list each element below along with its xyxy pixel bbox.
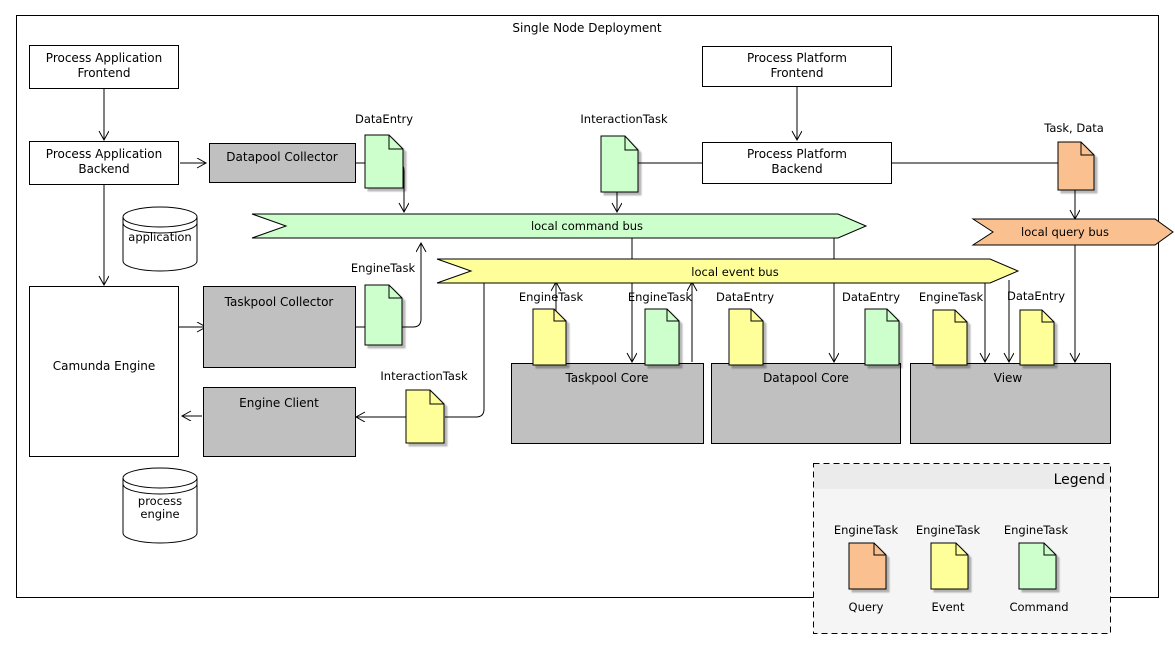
legend-item-query-doc-label: EngineTask: [834, 523, 899, 537]
doc-enginetask-taskpool-collector-label: EngineTask: [351, 261, 416, 275]
box-process-application-backend[interactable]: [29, 141, 179, 185]
box-view[interactable]: [910, 363, 1111, 444]
box-datapool-collector-label: Datapool Collector: [226, 150, 338, 164]
doc-dataentry-view[interactable]: [1019, 309, 1055, 366]
doc-interactiontask-platform-backend-label: InteractionTask: [580, 112, 668, 126]
doc-enginetask-view-label: EngineTask: [919, 290, 984, 304]
box-taskpool-core[interactable]: [511, 363, 704, 444]
database-application: application: [122, 206, 198, 272]
box-process-platform-backend-line2: Backend: [771, 162, 822, 176]
box-process-platform-frontend-line1: Process Platform: [747, 51, 847, 65]
box-datapool-collector[interactable]: [209, 143, 356, 183]
doc-dataentry-datapool-collector-label: DataEntry: [355, 112, 413, 126]
legend-panel: Legend EngineTask Query EngineTask Event…: [813, 463, 1111, 634]
doc-dataentry-datapool-event-label: DataEntry: [716, 290, 774, 304]
box-camunda-engine-label: Camunda Engine: [53, 359, 156, 373]
legend-header-band: [814, 464, 1110, 489]
box-process-application-frontend-line1: Process Application: [46, 51, 162, 65]
doc-dataentry-view-label: DataEntry: [1007, 289, 1065, 303]
box-datapool-core[interactable]: [711, 363, 901, 444]
doc-dataentry-datapool-command[interactable]: [864, 308, 900, 366]
edge-enginetask-to-command-bus: [356, 243, 421, 328]
box-process-platform-frontend[interactable]: [702, 46, 892, 87]
doc-enginetask-view[interactable]: [932, 309, 968, 366]
legend-item-event-doc-label: EngineTask: [916, 523, 981, 537]
legend-item-command-caption: Command: [1009, 600, 1068, 614]
box-process-platform-frontend-line2: Frontend: [771, 66, 824, 80]
box-datapool-core-label: Datapool Core: [763, 371, 849, 385]
box-engine-client[interactable]: [203, 387, 356, 457]
database-process-engine-line1: process: [138, 494, 182, 508]
box-process-application-frontend[interactable]: [29, 45, 179, 89]
box-engine-client-label: Engine Client: [239, 396, 319, 410]
box-process-platform-backend[interactable]: [702, 142, 892, 184]
edge-event-bus-to-interactiontask-engine-client: [445, 282, 485, 418]
doc-enginetask-taskpool-command[interactable]: [644, 308, 680, 366]
doc-taskdata-query-label: Task, Data: [1043, 121, 1104, 135]
database-process-engine-line2: engine: [140, 507, 179, 521]
legend-item-event-caption: Event: [932, 600, 965, 614]
doc-interactiontask-engine-client[interactable]: [405, 389, 445, 444]
doc-enginetask-taskpool-collector[interactable]: [364, 284, 403, 346]
database-application-label: application: [128, 230, 191, 244]
database-process-engine: process engine: [122, 467, 198, 544]
doc-interactiontask-engine-client-label: InteractionTask: [380, 369, 468, 383]
doc-enginetask-taskpool-event-label: EngineTask: [519, 290, 584, 304]
bus-local-command-bus-label: local command bus: [531, 219, 643, 233]
doc-taskdata-query[interactable]: [1057, 141, 1095, 191]
legend-item-query-caption: Query: [849, 600, 884, 614]
legend-item-command-doc-label: EngineTask: [1004, 523, 1069, 537]
box-process-application-frontend-line2: Frontend: [78, 66, 131, 80]
box-process-application-backend-line2: Backend: [78, 162, 129, 176]
box-taskpool-collector[interactable]: [203, 286, 356, 368]
bus-local-event-bus-label: local event bus: [691, 265, 778, 279]
doc-dataentry-datapool-event[interactable]: [728, 308, 764, 366]
connectors: [104, 86, 1075, 417]
doc-dataentry-datapool-collector[interactable]: [364, 134, 404, 189]
box-taskpool-core-label: Taskpool Core: [564, 371, 648, 385]
doc-enginetask-taskpool-event[interactable]: [532, 308, 567, 366]
box-taskpool-collector-label: Taskpool Collector: [224, 295, 334, 309]
box-process-application-backend-line1: Process Application: [46, 147, 162, 161]
legend-doc-command-icon: [1018, 542, 1057, 590]
bus-local-query-bus-label: local query bus: [1021, 225, 1109, 239]
doc-dataentry-datapool-command-label: DataEntry: [842, 290, 900, 304]
doc-enginetask-taskpool-command-label: EngineTask: [628, 290, 693, 304]
doc-interactiontask-platform-backend[interactable]: [600, 135, 639, 193]
group-process-application: Process Application Frontend Process App…: [29, 45, 179, 457]
legend-doc-event-icon: [930, 542, 969, 590]
legend-title: Legend: [1054, 472, 1105, 488]
bus-local-event-bus[interactable]: local event bus: [436, 258, 1020, 284]
box-process-platform-backend-line1: Process Platform: [747, 147, 847, 161]
bus-local-command-bus[interactable]: local command bus: [251, 213, 868, 239]
legend-doc-query-icon: [848, 542, 887, 590]
diagram-title: Single Node Deployment: [512, 21, 662, 35]
box-view-label: View: [994, 371, 1023, 385]
bus-local-query-bus[interactable]: local query bus: [971, 218, 1174, 246]
box-camunda-engine[interactable]: [29, 286, 179, 457]
